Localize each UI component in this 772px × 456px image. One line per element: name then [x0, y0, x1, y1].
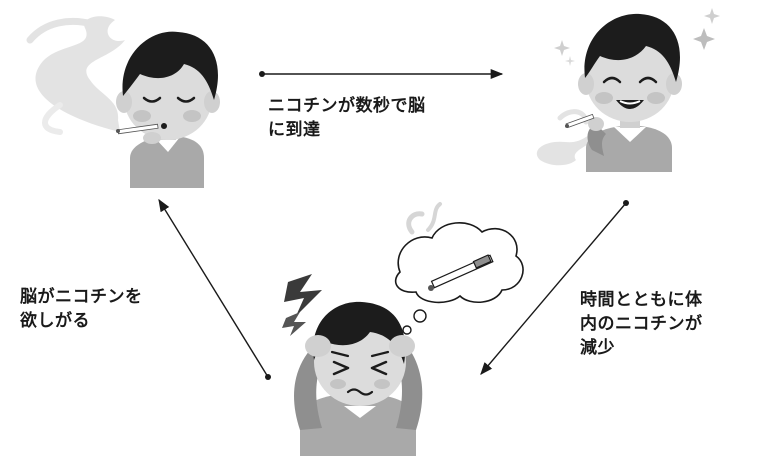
stress-zigzag-icon: [282, 274, 322, 336]
thought-bubble-icon: [394, 202, 524, 335]
label-nicotine-decreases: 時間とともに体 内のニコチンが 減少: [580, 288, 703, 360]
label-brain-craves-nicotine: 脳がニコチンを 欲しがる: [20, 285, 143, 333]
label-line: 脳がニコチンを: [20, 287, 143, 307]
arrow-satisfied-to-craving: [480, 200, 629, 375]
cigarette-icon: [116, 123, 159, 135]
label-line: 減少: [580, 338, 615, 358]
figure-satisfied: [536, 8, 720, 172]
cigarette-icon: [428, 254, 494, 291]
figure-craving: [282, 202, 524, 456]
label-line: 内のニコチンが: [580, 314, 703, 334]
sparkle-icon: [554, 8, 720, 66]
arrow-craving-to-smoking: [158, 198, 271, 380]
label-line: ニコチンが数秒で脳: [268, 96, 426, 116]
label-line: 時間とともに体: [580, 290, 703, 310]
smoke-icon: [26, 16, 125, 135]
arrow-smoking-to-satisfied: [259, 68, 504, 80]
figure-smoking: [26, 16, 220, 188]
label-line: に到達: [268, 120, 321, 140]
label-nicotine-reaches-brain: ニコチンが数秒で脳 に到達: [268, 94, 426, 142]
cigarette-icon: [565, 113, 595, 129]
label-line: 欲しがる: [20, 311, 90, 331]
